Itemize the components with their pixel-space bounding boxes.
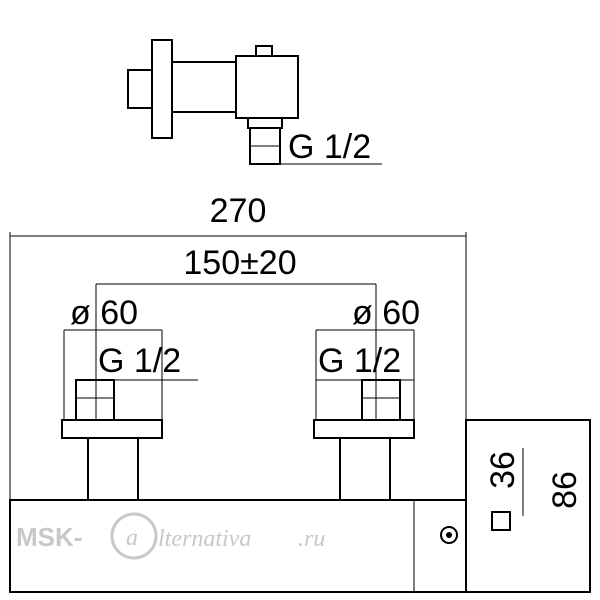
thermostat-knob-dot-icon	[446, 532, 452, 538]
side-view: G 1/2	[127, 39, 382, 166]
watermark-rest: lternativa	[158, 526, 251, 552]
watermark-at: a	[126, 525, 138, 551]
svg-text:MSK-: MSK-	[16, 522, 82, 552]
left-flange	[61, 419, 163, 439]
side-handle-knob	[255, 45, 273, 57]
left-pipe	[87, 437, 139, 501]
left-nut	[75, 379, 115, 421]
diameter-left-label: ø 60	[70, 294, 138, 332]
mixer-body	[9, 499, 467, 593]
center-distance-dimension: 150±20	[95, 244, 377, 420]
left-connection: ø 60 G 1/2	[61, 294, 198, 501]
wall-cap	[127, 69, 153, 109]
watermark-suffix: .ru	[298, 526, 325, 552]
right-connection: ø 60 G 1/2	[313, 294, 420, 501]
thread-right-label: G 1/2	[318, 342, 401, 380]
thermostat-knob-icon	[440, 526, 458, 544]
overall-height-label: 86	[546, 471, 584, 509]
right-nut	[361, 379, 401, 421]
side-handle-block	[235, 55, 299, 119]
overall-width-dimension: 270	[9, 192, 467, 500]
height-dimensions: 36 86	[465, 419, 591, 593]
right-pipe	[339, 437, 391, 501]
overall-width-label: 270	[210, 192, 267, 230]
thread-top-label: G 1/2	[288, 128, 371, 166]
right-flange	[313, 419, 415, 439]
side-profile	[465, 419, 591, 593]
wall-flange	[151, 39, 173, 139]
square-profile-icon	[491, 511, 511, 531]
watermark-at-ring	[110, 512, 158, 560]
watermark-prefix: MSK-	[16, 522, 82, 552]
body-height-label: 36	[484, 451, 522, 489]
side-connector-nut	[247, 117, 283, 129]
center-distance-label: 150±20	[183, 244, 296, 282]
diameter-right-label: ø 60	[352, 294, 420, 332]
watermark: MSK- a lternativa .ru	[16, 512, 325, 560]
thread-left-label: G 1/2	[98, 342, 181, 380]
mixer-body-outline	[9, 499, 467, 593]
